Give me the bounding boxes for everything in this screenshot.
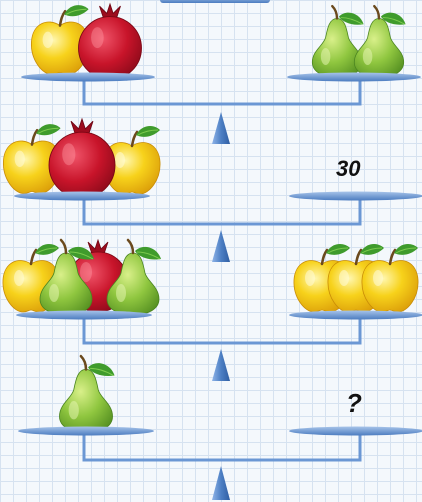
top-plate-edge <box>160 0 270 3</box>
row4-right-plate <box>289 426 422 436</box>
scale-row-4 <box>18 354 422 500</box>
row1-right-fruits <box>311 4 407 79</box>
row3-left-fruits <box>1 238 163 317</box>
row2-weight-value: 30 <box>336 156 361 181</box>
scale-row-3 <box>1 238 422 381</box>
row1-left-fruits <box>30 3 143 81</box>
row3-right-plate <box>289 310 422 320</box>
row2-left-fruits <box>2 118 162 199</box>
scale-row-2 <box>2 118 422 262</box>
row4-unknown-value: ? <box>346 388 362 418</box>
row3-left-plate <box>16 310 152 320</box>
row4-left-plate <box>18 426 154 436</box>
row2-right-plate <box>289 191 422 201</box>
row3-right-fruits <box>292 242 420 314</box>
scale-row-1 <box>21 3 421 144</box>
row4-left-fruits <box>58 354 116 434</box>
row1-right-plate <box>287 72 421 82</box>
row2-left-plate <box>14 191 150 201</box>
row1-left-plate <box>21 72 155 82</box>
